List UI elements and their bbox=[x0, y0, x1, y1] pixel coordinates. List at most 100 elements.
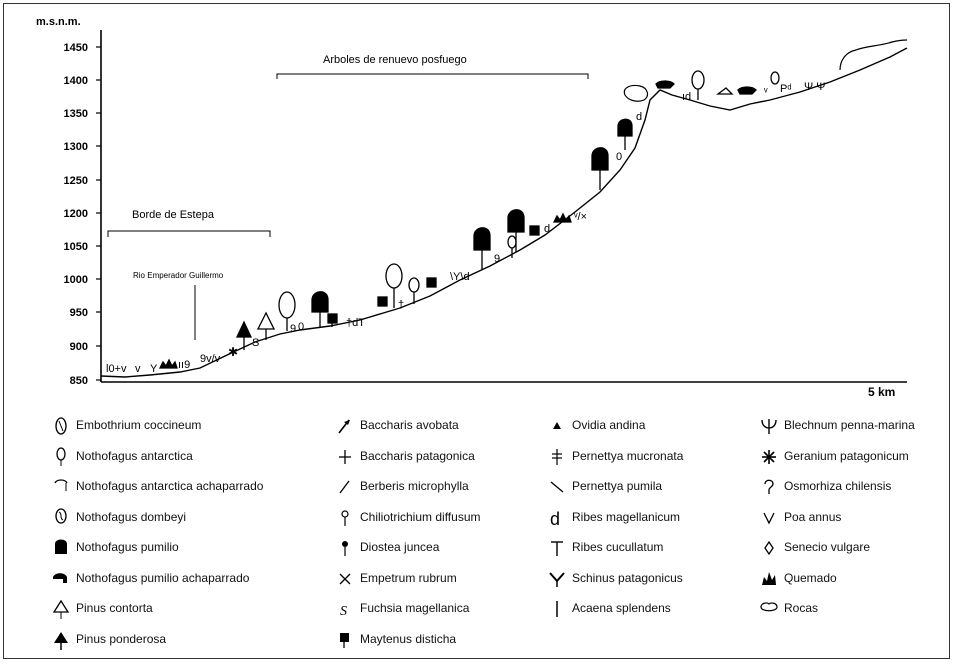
svg-text:l0+v: l0+v bbox=[106, 363, 127, 375]
legend-label: Acaena splendens bbox=[572, 601, 671, 615]
acaena-icon bbox=[556, 601, 558, 617]
legend-item: Pinus ponderosa bbox=[46, 630, 246, 650]
rocas-icon bbox=[760, 602, 778, 612]
rocas-outcrop bbox=[623, 84, 649, 102]
svg-text:ıd: ıd bbox=[682, 91, 691, 103]
legend-label: Osmorhiza chilensis bbox=[784, 479, 892, 493]
y-tick-label: 850 bbox=[70, 375, 88, 387]
legend-label: Pinus ponderosa bbox=[76, 631, 167, 646]
legend-item: Diostea juncea bbox=[330, 538, 530, 558]
poa-icon bbox=[763, 512, 775, 524]
empetrum-icon bbox=[339, 573, 351, 584]
legend-label: Fuchsia magellanica bbox=[360, 601, 470, 615]
legend-label: Rocas bbox=[784, 601, 819, 615]
y-tick-label: 1350 bbox=[64, 108, 88, 120]
legend-label: Schinus patagonicus bbox=[572, 570, 683, 585]
legend-label: Ovidia andina bbox=[572, 418, 646, 432]
berberis-icon bbox=[339, 480, 350, 494]
svg-text:†: † bbox=[398, 299, 404, 311]
quemado-icon bbox=[762, 571, 776, 585]
y-tick-label: 1250 bbox=[64, 175, 88, 187]
chiliotrichium-icon bbox=[341, 509, 349, 526]
legend-item: Nothofagus antarctica bbox=[46, 446, 246, 467]
svg-text:ᵛ: ᵛ bbox=[763, 86, 768, 98]
arboles-label: Arboles de renuevo posfuego bbox=[323, 54, 467, 66]
svg-text:9v/v: 9v/v bbox=[200, 353, 221, 365]
legend-item: Pernettya pumila bbox=[542, 477, 742, 497]
pernettya-mucronata-icon bbox=[552, 448, 562, 465]
nothofagus-antarctica-icon bbox=[56, 446, 66, 466]
schinus-icon bbox=[549, 571, 565, 587]
vegetation-symbols: l0+v v Y ıı9 9v/v ✱ S 9 0 †dT † \Y\d bbox=[106, 70, 825, 375]
borde-label: Borde de Estepa bbox=[132, 209, 215, 221]
y-ticks: 1450140013501300125012001050100095090085… bbox=[64, 42, 101, 387]
ribes-magellanicum-icon: d bbox=[550, 509, 560, 528]
y-tick-label: 1400 bbox=[64, 75, 88, 87]
summit-rocks bbox=[839, 39, 908, 71]
legend-item: Pinus contorta bbox=[46, 599, 246, 619]
legend-label: Nothofagus antarctica bbox=[76, 448, 193, 463]
legend-item: Osmorhiza chilensis bbox=[754, 477, 954, 497]
legend-label: Ribes magellanicum bbox=[572, 509, 681, 524]
legend-item: Maytenus disticha bbox=[330, 630, 530, 650]
legend-item: Quemado bbox=[754, 569, 954, 589]
svg-text:0: 0 bbox=[616, 151, 622, 163]
svg-text:†dT: †dT bbox=[346, 317, 365, 329]
legend-item: Nothofagus pumilio bbox=[46, 538, 246, 558]
osmorhiza-icon bbox=[764, 479, 774, 494]
legend-label: Maytenus disticha bbox=[360, 631, 457, 646]
y-tick-label: 1200 bbox=[64, 208, 88, 220]
svg-text:d: d bbox=[550, 509, 560, 528]
x-end-label: 5 km bbox=[868, 385, 895, 399]
legend-label: Nothofagus dombeyi bbox=[76, 509, 187, 524]
legend-item: Poa annus bbox=[754, 508, 954, 528]
legend-label: Poa annus bbox=[784, 509, 842, 524]
svg-text:Y: Y bbox=[150, 363, 158, 375]
svg-text:9: 9 bbox=[494, 253, 500, 265]
legend-label: Pernettya pumila bbox=[572, 479, 663, 493]
legend-label: Geranium patagonicum bbox=[784, 448, 909, 463]
geranium-icon bbox=[762, 449, 776, 464]
legend-item: Baccharis patagonica bbox=[330, 447, 530, 467]
legend-label: Baccharis avobata bbox=[360, 418, 459, 432]
legend-label: Nothofagus pumilio bbox=[76, 540, 179, 554]
pinus-contorta-icon bbox=[52, 599, 70, 619]
legend-item: Chiliotrichium diffusum bbox=[330, 508, 530, 528]
baccharis-avobata-icon bbox=[338, 419, 350, 434]
legend-item: S Fuchsia magellanica bbox=[330, 599, 530, 619]
legend-item: Pernettya mucronata bbox=[542, 447, 742, 467]
legend-item: Acaena splendens bbox=[542, 599, 742, 619]
figure-frame bbox=[3, 3, 950, 659]
maytenus-icon bbox=[340, 632, 349, 648]
y-tick-label: 900 bbox=[70, 341, 88, 353]
svg-text:Ψ Ψ: Ψ Ψ bbox=[804, 81, 825, 93]
ribes-cucullatum-icon bbox=[551, 541, 563, 556]
legend-label: Baccharis patagonica bbox=[360, 448, 475, 463]
legend-item: Geranium patagonicum bbox=[754, 447, 954, 467]
y-unit-label: m.s.n.m. bbox=[36, 16, 81, 28]
legend-item: Ovidia andina bbox=[542, 416, 742, 436]
y-tick-label: 1000 bbox=[64, 274, 88, 286]
legend-label: Embothrium coccineum bbox=[76, 418, 202, 432]
diostea-icon bbox=[342, 541, 348, 556]
y-tick-label: 1300 bbox=[64, 141, 88, 153]
legend-item: Senecio vulgare bbox=[754, 538, 954, 558]
y-tick-label: 1050 bbox=[64, 241, 88, 253]
baccharis-patagonica-icon bbox=[339, 449, 351, 464]
pinus-ponderosa-icon bbox=[54, 631, 68, 650]
legend-label: Berberis microphylla bbox=[360, 479, 469, 493]
legend-item: Nothofagus antarctica achaparrado bbox=[46, 477, 263, 497]
ovidia-icon bbox=[553, 422, 561, 429]
svg-text:S: S bbox=[340, 604, 347, 619]
y-tick-label: 950 bbox=[70, 307, 88, 319]
legend-item: Nothofagus dombeyi bbox=[46, 507, 246, 528]
svg-text:v: v bbox=[135, 363, 141, 375]
legend-item: Schinus patagonicus bbox=[542, 569, 742, 589]
legend-item: Baccharis avobata bbox=[330, 416, 530, 436]
legend-label: Pernettya mucronata bbox=[572, 448, 684, 463]
svg-text:✱: ✱ bbox=[228, 345, 238, 359]
svg-text:S: S bbox=[252, 337, 259, 349]
nothofagus-pumilio-achaparrado-icon bbox=[53, 572, 67, 583]
terrain-profile bbox=[100, 47, 908, 378]
